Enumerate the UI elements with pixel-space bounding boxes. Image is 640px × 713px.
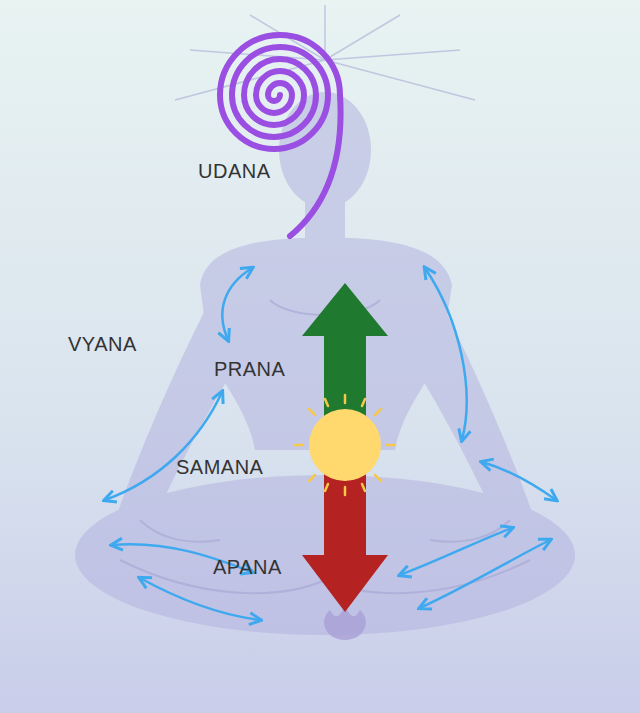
vayu-label: VYANA xyxy=(68,333,137,355)
vayu-label: APANA xyxy=(213,556,282,578)
vayu-label: UDANA xyxy=(198,160,271,182)
vayu-label: SAMANA xyxy=(176,456,263,478)
vayu-label: PRANA xyxy=(214,358,285,380)
